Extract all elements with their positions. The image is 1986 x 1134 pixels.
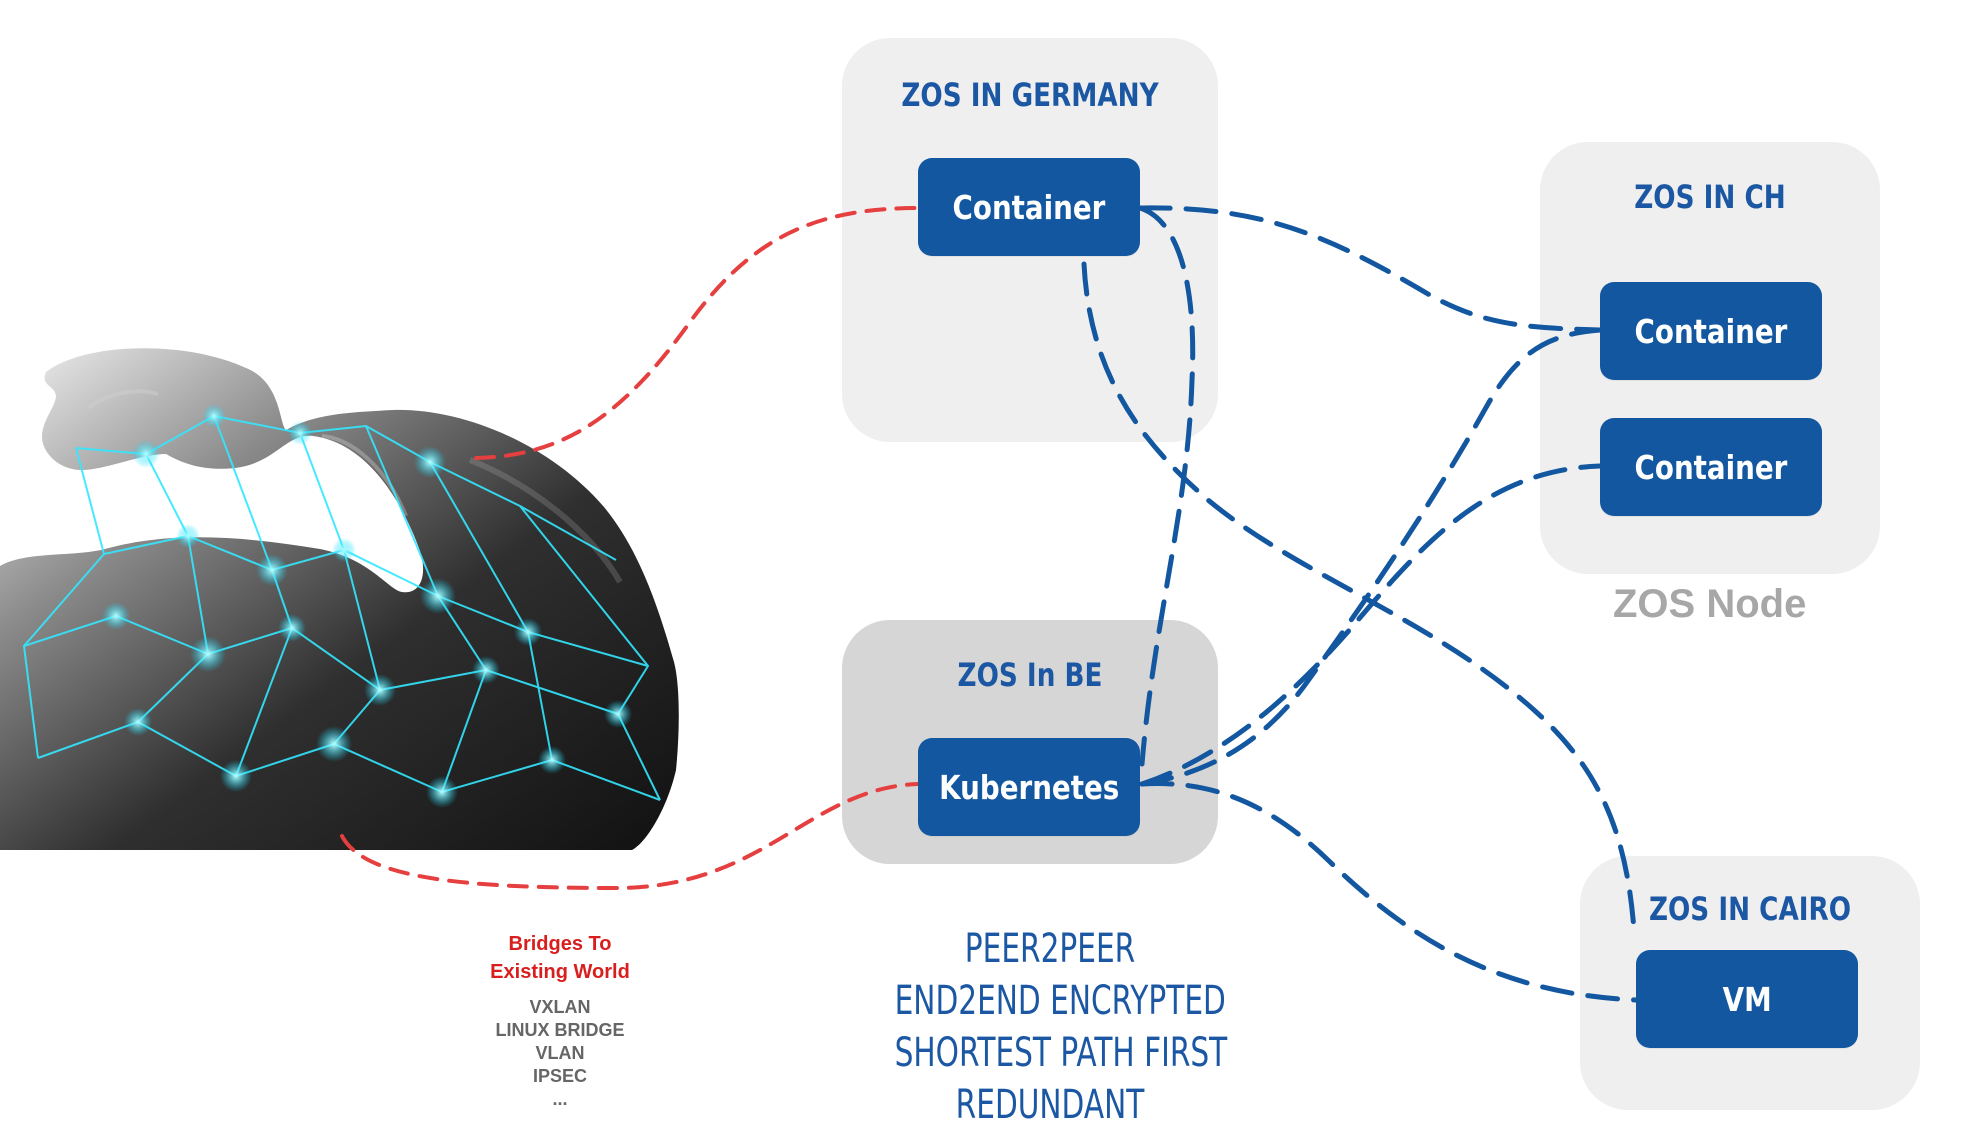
flexed-arm-network-image xyxy=(0,330,690,850)
blue-link-germany-cairo xyxy=(1081,261,1637,933)
node-container-ch-1[interactable]: Container xyxy=(1600,282,1822,380)
node-label-container-germany: Container xyxy=(952,187,1106,227)
red-link-germany xyxy=(474,206,920,460)
node-label-container-ch-1: Container xyxy=(1634,311,1788,351)
feature-item: END2END ENCRYPTED xyxy=(894,978,1226,1024)
bridge-item: IPSEC xyxy=(532,1066,588,1086)
feature-item: PEER2PEER xyxy=(964,926,1136,972)
node-label-kubernetes-be: Kubernetes xyxy=(938,767,1120,807)
bridges-to-existing-world: Bridges To Existing World VXLAN LINUX BR… xyxy=(425,930,695,1111)
zone-title-be: ZOS In BE xyxy=(957,656,1103,694)
node-vm-cairo[interactable]: VM xyxy=(1636,950,1858,1048)
bridge-item: VLAN xyxy=(535,1043,585,1063)
network-features: PEER2PEER END2END ENCRYPTED SHORTEST PAT… xyxy=(840,923,1260,1131)
bridge-item: LINUX BRIDGE xyxy=(495,1020,625,1040)
blue-link-be-ch2 xyxy=(1139,463,1603,787)
node-container-germany[interactable]: Container xyxy=(918,158,1140,256)
zos-node-label: ZOS Node xyxy=(1613,582,1807,626)
node-label-vm-cairo: VM xyxy=(1722,979,1772,1019)
blue-link-be-cairo xyxy=(1139,781,1639,1003)
zone-title-cairo: ZOS IN CAIRO xyxy=(1648,890,1852,928)
bridge-item: ... xyxy=(552,1089,568,1109)
feature-item: REDUNDANT xyxy=(955,1082,1145,1128)
bridge-item: VXLAN xyxy=(529,997,591,1017)
red-link-be xyxy=(340,782,920,891)
node-kubernetes-be[interactable]: Kubernetes xyxy=(918,738,1140,836)
node-label-container-ch-2: Container xyxy=(1634,447,1788,487)
zone-title-germany: ZOS IN GERMANY xyxy=(901,76,1159,114)
blue-link-be-ch1 xyxy=(1139,327,1603,787)
bridges-list: VXLAN LINUX BRIDGE VLAN IPSEC ... xyxy=(425,996,695,1111)
blue-link-germany-ch1 xyxy=(1137,205,1603,333)
bridges-title: Bridges To Existing World xyxy=(490,933,630,983)
feature-item: SHORTEST PATH FIRST xyxy=(894,1030,1228,1076)
blue-link-germany-be xyxy=(1137,205,1196,767)
zone-title-ch: ZOS IN CH xyxy=(1634,178,1786,216)
node-container-ch-2[interactable]: Container xyxy=(1600,418,1822,516)
